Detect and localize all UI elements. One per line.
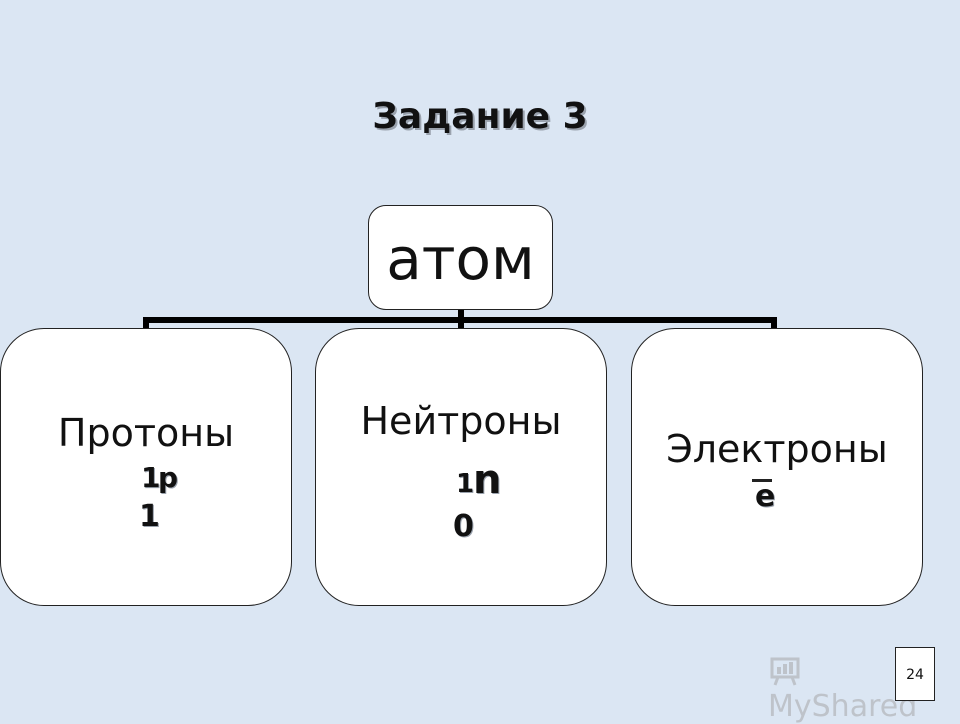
root-label: атом — [386, 225, 535, 293]
node-neutrons: Нейтроны 1 n 0 — [315, 328, 607, 606]
protons-label: Протоны — [57, 411, 235, 455]
neutrons-label: Нейтроны — [360, 399, 562, 443]
slide-number: 24 — [895, 647, 935, 701]
protons-symbol: p — [158, 461, 179, 494]
node-protons: Протоны 1 p 1 — [0, 328, 292, 606]
electrons-symbol: e — [755, 479, 776, 514]
root-node-atom: атом — [368, 205, 553, 310]
neutrons-top-index: 1 — [456, 469, 475, 499]
electrons-label: Электроны — [666, 427, 888, 471]
slide-title: Задание 3 — [372, 96, 588, 137]
electron-charge-bar — [752, 479, 772, 482]
neutrons-symbol: n — [473, 457, 502, 503]
node-electrons: Электроны e — [631, 328, 923, 606]
neutrons-bottom-index: 0 — [453, 509, 474, 544]
protons-top-index: 1 — [141, 461, 161, 494]
protons-bottom-index: 1 — [139, 499, 160, 534]
